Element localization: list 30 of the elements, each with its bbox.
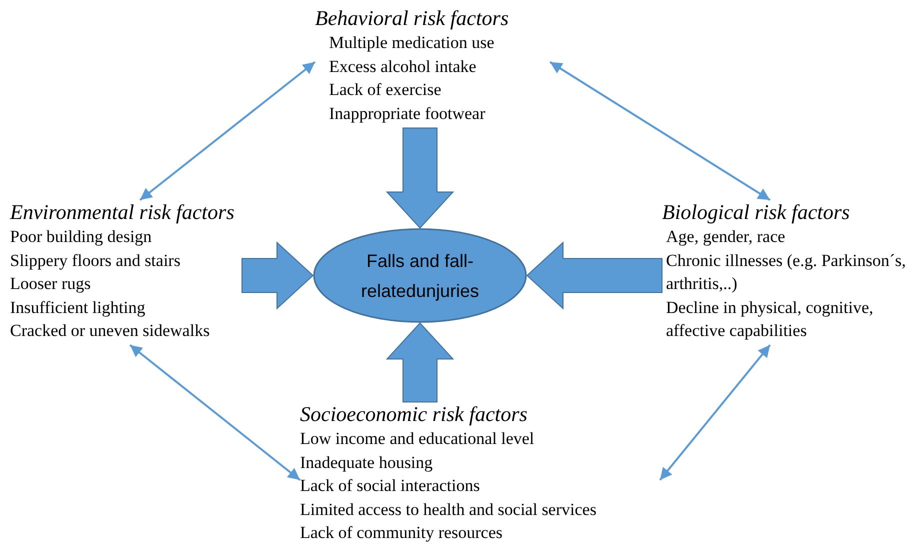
node-label: Falls and fall-relatedunjuries <box>360 250 480 303</box>
block-arrow <box>526 241 662 310</box>
risk-factor-item: Inadequate housing <box>300 452 434 474</box>
risk-factor-item: Looser rugs <box>10 273 92 295</box>
risk-factor-item: Lack of community resources <box>300 522 504 544</box>
risk-factor-item: Lack of exercise <box>328 79 442 101</box>
risk-factor-item: Insufficient lighting <box>10 296 146 319</box>
double-arrow <box>129 344 301 481</box>
group-heading: Environmental risk factors <box>10 200 236 225</box>
block-arrow <box>242 241 314 310</box>
double-arrow <box>659 344 771 481</box>
group-heading: Socioeconomic risk factors <box>300 402 528 427</box>
risk-factor-item: Excess alcohol intake <box>328 56 478 78</box>
group-heading: Biological risk factors <box>662 200 851 225</box>
double-arrow <box>139 61 316 201</box>
risk-factor-item: Age, gender, race <box>665 226 786 248</box>
block-arrow <box>386 322 454 402</box>
risk-factor-item: Decline in physical, cognitive, affective capabilities <box>665 296 874 342</box>
block-arrow <box>386 128 454 229</box>
risk-factor-item: Poor building design <box>10 226 153 248</box>
risk-factor-item: Cracked or uneven sidewalks <box>10 320 211 342</box>
risk-factor-item: Low income and educational level <box>300 428 536 450</box>
risk-factor-item: Limited access to health and social services <box>300 498 598 520</box>
risk-factor-item: Slippery floors and stairs <box>10 250 182 272</box>
double-arrow <box>549 61 771 201</box>
risk-factor-item: Multiple medication use <box>328 32 496 54</box>
group-heading: Behavioral risk factors <box>315 6 510 31</box>
risk-factor-item: Inappropriate footwear <box>328 102 486 125</box>
risk-factor-item: Chronic illnesses (e.g. Parkinson´s, arthritis,..) <box>665 250 907 295</box>
risk-factor-item: Lack of social interactions <box>300 475 481 497</box>
